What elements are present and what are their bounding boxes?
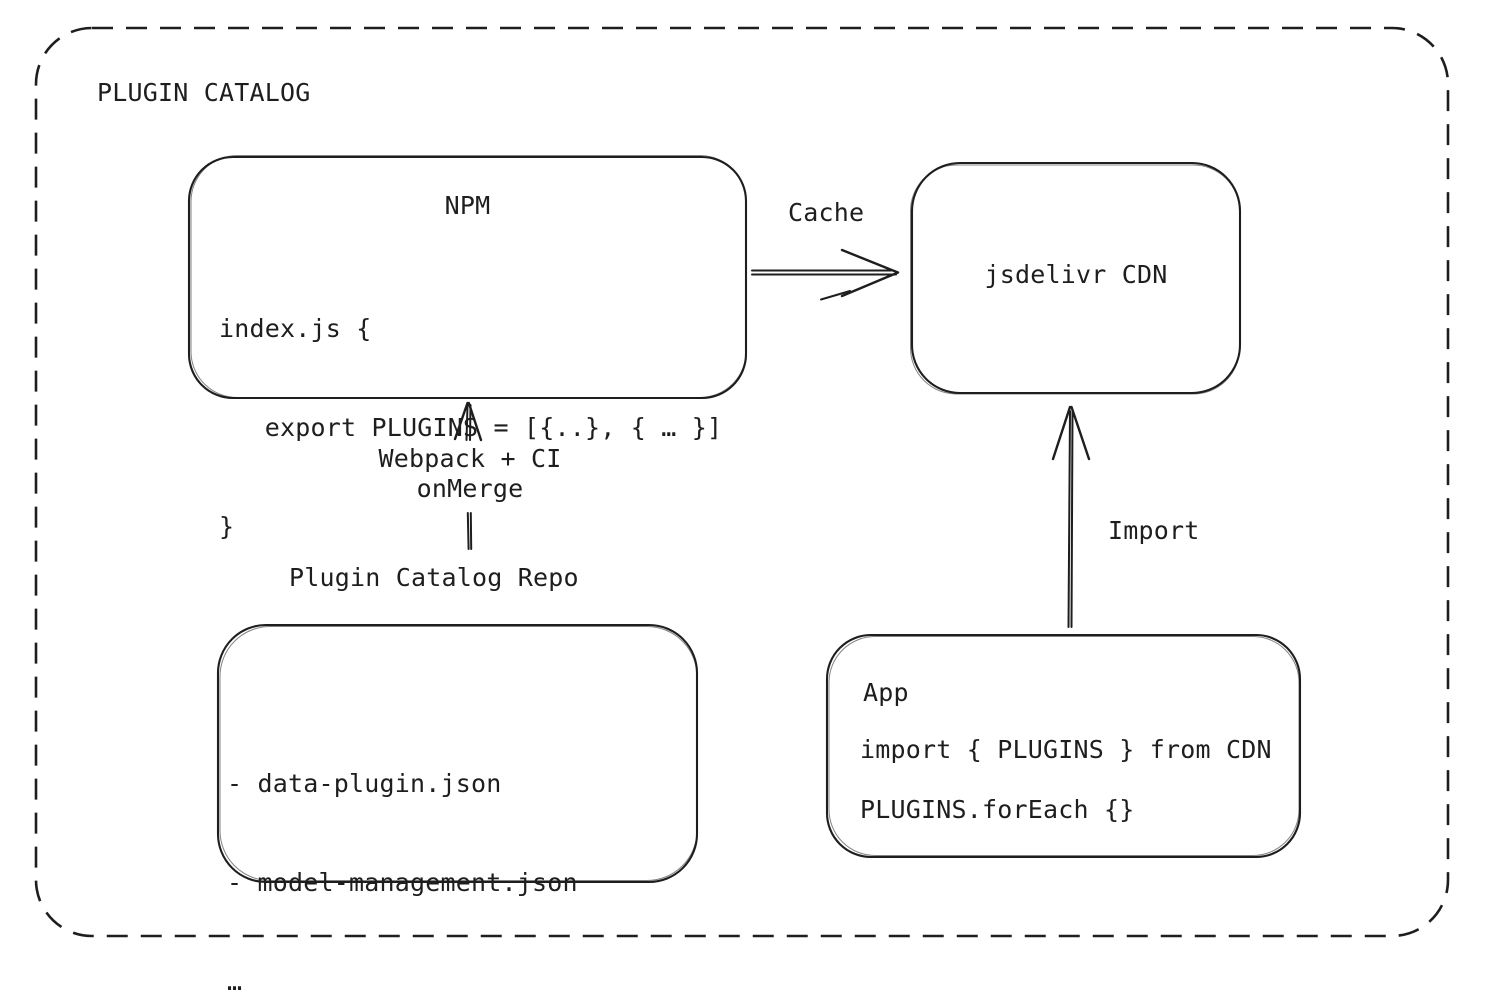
- app-box: [825, 633, 1302, 859]
- build-arrow-label-line2: onMerge: [416, 474, 524, 503]
- npm-box-title: NPM: [444, 191, 491, 220]
- cdn-box-label: jsdelivr CDN: [984, 260, 1168, 289]
- repo-box-sketch-stroke: [219, 626, 698, 881]
- build-arrow-label-line1: Webpack + CI: [378, 444, 562, 473]
- npm-code-line: index.js {: [219, 314, 372, 343]
- cache-arrow-label: Cache: [788, 198, 865, 227]
- npm-box-sketch-stroke: [190, 155, 747, 398]
- repo-file-item: - model-management.json: [227, 868, 578, 897]
- app-code-line: import { PLUGINS } from CDN: [860, 735, 1272, 764]
- cache-arrow: [751, 248, 900, 301]
- repo-box-label: Plugin Catalog Repo: [289, 563, 579, 592]
- app-box-sketch-stroke: [828, 636, 1300, 856]
- repo-file-list: - data-plugin.json - model-management.js…: [227, 701, 578, 1002]
- repo-file-item: - data-plugin.json: [227, 769, 502, 798]
- npm-code-line: export PLUGINS = [{..}, { … }]: [219, 413, 723, 442]
- app-box-title: App: [863, 678, 909, 707]
- build-arrow: [453, 401, 483, 550]
- cdn-box-sketch-stroke: [910, 164, 1240, 395]
- npm-code-block: index.js { export PLUGINS = [{..}, { … }…: [219, 246, 722, 609]
- import-arrow: [1051, 405, 1091, 628]
- import-arrow-label: Import: [1108, 516, 1200, 545]
- npm-code-line: }: [219, 512, 235, 541]
- repo-file-item: …: [227, 967, 243, 996]
- app-code-line: PLUGINS.forEach {}: [860, 795, 1135, 824]
- diagram-title: PLUGIN CATALOG: [97, 78, 311, 107]
- plugin-catalog-dashed-border: [34, 26, 1450, 938]
